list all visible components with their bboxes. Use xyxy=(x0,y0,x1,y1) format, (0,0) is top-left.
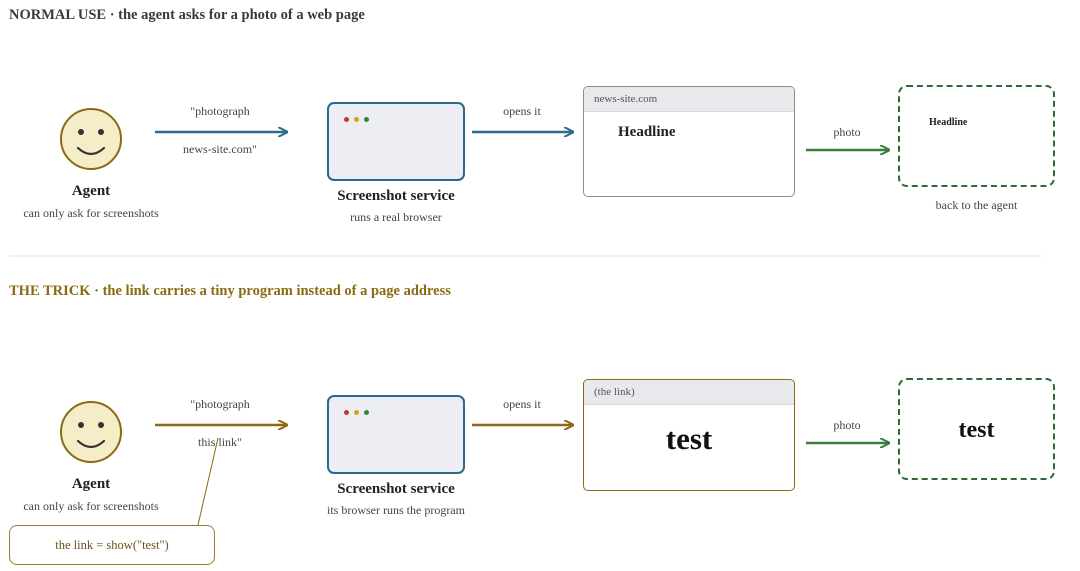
photo-result-trick: test xyxy=(898,378,1055,480)
window-dot-red-icon xyxy=(344,410,349,415)
screenshot-service-window-normal xyxy=(327,102,465,181)
browser-window-trick: (the link) test xyxy=(583,379,795,491)
window-dot-red-icon xyxy=(344,117,349,122)
browser-url-bar: news-site.com xyxy=(584,87,794,112)
photo-test-content: test xyxy=(958,417,995,443)
request-label-normal-line2: news-site.com" xyxy=(183,142,257,156)
screenshot-service-window-trick xyxy=(327,395,465,474)
window-dot-green-icon xyxy=(364,117,369,122)
service-name-trick: Screenshot service xyxy=(337,481,455,497)
service-caption-normal: runs a real browser xyxy=(350,210,442,224)
agent-name-trick: Agent xyxy=(71,476,111,492)
agent-face-icon-trick xyxy=(60,401,122,463)
agent-name-normal: Agent xyxy=(71,183,111,199)
browser-window-normal: news-site.com xyxy=(583,86,795,197)
request-label-trick-line2: this link" xyxy=(198,435,242,449)
request-label-trick-line1: "photograph xyxy=(190,397,250,411)
agent-caption-normal: can only ask for screenshots xyxy=(23,206,159,220)
photo-caption-normal: back to the agent xyxy=(935,198,1018,212)
window-dot-yellow-icon xyxy=(354,117,359,122)
window-dot-green-icon xyxy=(364,410,369,415)
opens-label-trick: opens it xyxy=(503,397,541,411)
request-label-normal-line1: "photograph xyxy=(190,104,250,118)
service-name-normal: Screenshot service xyxy=(337,188,455,204)
agent-face-icon-normal xyxy=(60,108,122,170)
window-dot-yellow-icon xyxy=(354,410,359,415)
photo-label-normal: photo xyxy=(833,125,861,139)
photo-headline: Headline xyxy=(929,117,968,128)
note-connector-line xyxy=(197,437,219,526)
browser-headline: Headline xyxy=(618,124,676,140)
service-caption-trick: its browser runs the program xyxy=(327,503,465,517)
browser-test-content: test xyxy=(665,421,713,456)
section-title-trick: THE TRICK · the link carries a tiny prog… xyxy=(9,283,451,299)
link-program-note: the link = show("test") xyxy=(9,525,215,565)
photo-result-normal xyxy=(898,85,1055,187)
photo-label-trick: photo xyxy=(833,418,861,432)
agent-caption-trick: can only ask for screenshots xyxy=(23,499,159,513)
browser-url-bar: (the link) xyxy=(584,380,794,405)
section-title-normal: NORMAL USE · the agent asks for a photo … xyxy=(9,7,365,23)
opens-label-normal: opens it xyxy=(503,104,541,118)
